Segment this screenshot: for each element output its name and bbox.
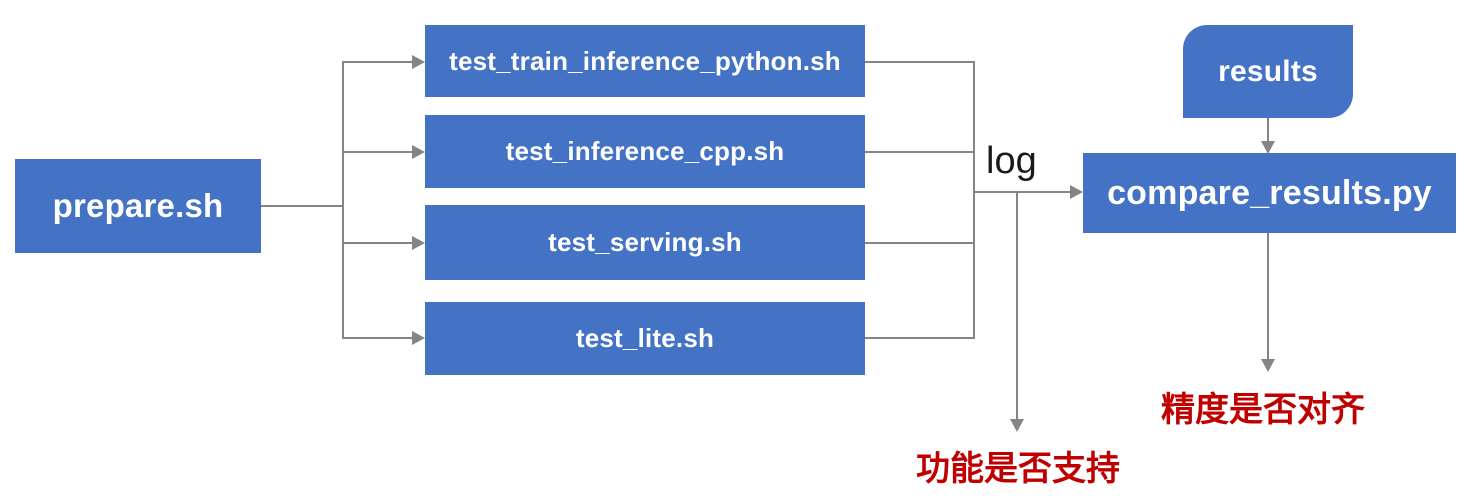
- node-test-serving: test_serving.sh: [425, 205, 865, 280]
- node-compare-results-py: compare_results.py: [1083, 153, 1456, 233]
- connector-test-4-out: [865, 337, 975, 339]
- connector-right-collector-vertical: [973, 61, 975, 339]
- node-test-inference-cpp: test_inference_cpp.sh: [425, 115, 865, 188]
- connector-to-test-4: [342, 337, 413, 339]
- connector-test-3-out: [865, 242, 975, 244]
- arrowhead-into-test-2: [412, 145, 425, 159]
- edge-label-log: log: [986, 140, 1037, 182]
- connector-prepare-out: [261, 205, 343, 207]
- connector-test-1-out: [865, 61, 975, 63]
- connector-log-to-compare: [973, 191, 1071, 193]
- arrowhead-function-support: [1010, 419, 1024, 432]
- arrowhead-into-test-1: [412, 55, 425, 69]
- connector-results-to-compare: [1267, 118, 1269, 143]
- connector-left-branch-vertical: [342, 61, 344, 339]
- connector-to-test-1: [342, 61, 413, 63]
- annotation-precision-aligned: 精度是否对齐: [1161, 391, 1365, 429]
- connector-compare-to-precision: [1267, 233, 1269, 360]
- node-test-lite: test_lite.sh: [425, 302, 865, 375]
- node-test-train-inference-python: test_train_inference_python.sh: [425, 25, 865, 97]
- arrowhead-precision-aligned: [1261, 359, 1275, 372]
- connector-test-2-out: [865, 151, 975, 153]
- connector-log-drop-vertical: [1016, 191, 1018, 420]
- arrowhead-into-compare-top: [1261, 141, 1275, 154]
- arrowhead-into-compare: [1070, 185, 1083, 199]
- arrowhead-into-test-3: [412, 236, 425, 250]
- arrowhead-into-test-4: [412, 331, 425, 345]
- connector-to-test-3: [342, 242, 413, 244]
- annotation-function-supported: 功能是否支持: [916, 450, 1120, 488]
- node-results: results: [1183, 25, 1353, 118]
- connector-to-test-2: [342, 151, 413, 153]
- node-prepare-sh: prepare.sh: [15, 159, 261, 253]
